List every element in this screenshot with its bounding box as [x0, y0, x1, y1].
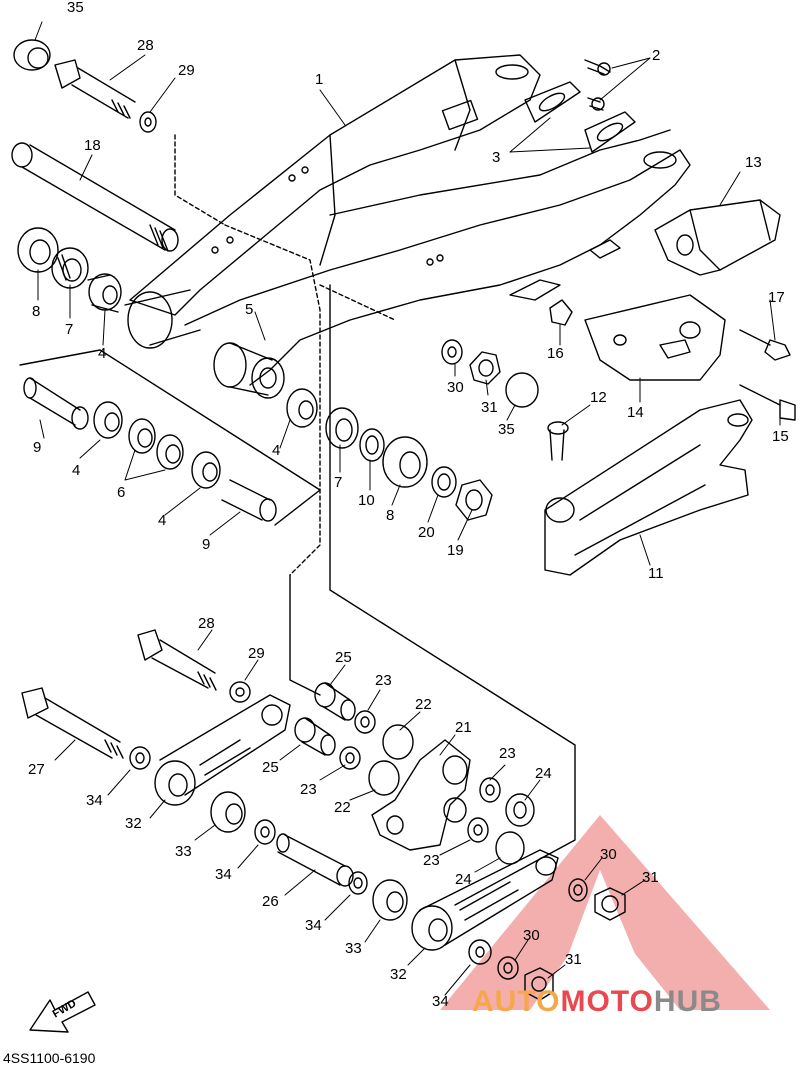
callout-19: 19 [447, 542, 464, 559]
callout-34-b: 34 [215, 866, 232, 883]
callout-29-lower: 29 [248, 645, 265, 662]
pivot-shaft-18 [11, 142, 179, 252]
bolt-28-lower [137, 629, 251, 703]
callout-8-left: 8 [32, 303, 41, 320]
callout-4-upper: 4 [98, 345, 107, 362]
watermark-hub: HUB [653, 985, 722, 1018]
callout-20: 20 [418, 524, 435, 541]
callout-18: 18 [84, 137, 101, 154]
callout-34-a: 34 [86, 792, 103, 809]
bolts-15-16-17 [549, 299, 796, 421]
callout-15: 15 [772, 428, 789, 445]
bolts-2-washers-3 [524, 59, 636, 153]
swingarm-part-1 [124, 54, 691, 386]
bushings-33-34-26 [210, 791, 408, 921]
callout-4-lower: 4 [158, 512, 167, 529]
rod-32-lower [411, 849, 559, 965]
callout-21: 21 [455, 719, 472, 736]
callout-14: 14 [627, 404, 644, 421]
lower-frame-line-2 [289, 574, 321, 696]
bearing-stack-right [213, 342, 493, 521]
callout-35: 35 [67, 0, 84, 16]
rod-32-upper [129, 694, 291, 806]
callout-34-d: 34 [432, 993, 449, 1010]
watermark-moto: MOTO [560, 985, 654, 1018]
callout-35-mid: 35 [498, 421, 515, 438]
callout-1: 1 [315, 71, 324, 88]
callout-2: 2 [652, 47, 661, 64]
bolt-27 [21, 687, 124, 759]
callout-9-left: 9 [33, 439, 42, 456]
callout-8-right: 8 [386, 507, 395, 524]
callout-25-lower: 25 [262, 759, 279, 776]
callout-9-right: 9 [202, 536, 211, 553]
fwd-arrow-icon [29, 991, 96, 1033]
callout-33-lower: 33 [345, 940, 362, 957]
callout-5: 5 [245, 301, 254, 318]
watermark-auto: AUTO [472, 985, 561, 1018]
callout-30-lower: 30 [523, 927, 540, 944]
callout-24-lower: 24 [455, 871, 472, 888]
callout-33-upper: 33 [175, 843, 192, 860]
callout-23-b: 23 [499, 745, 516, 762]
bolt-12 [547, 421, 569, 461]
callout-26: 26 [262, 893, 279, 910]
callout-31-lower: 31 [565, 951, 582, 968]
nut-washer-cap-mid [441, 339, 539, 408]
cap-35-top [13, 39, 51, 71]
callout-23-a: 23 [375, 672, 392, 689]
relay-21-collars [294, 682, 535, 865]
connector-lines [174, 134, 396, 576]
callout-30-mid: 30 [447, 379, 464, 396]
lower-frame-line [329, 284, 576, 906]
callout-24-upper: 24 [535, 765, 552, 782]
callout-4-right: 4 [272, 442, 281, 459]
nuts-washers-30-31 [497, 878, 626, 1001]
callout-29: 29 [178, 62, 195, 79]
callout-16: 16 [547, 345, 564, 362]
callout-12: 12 [590, 389, 607, 406]
callout-23-d: 23 [423, 852, 440, 869]
callout-7-right: 7 [334, 474, 343, 491]
callout-34-c: 34 [305, 917, 322, 934]
callout-27: 27 [28, 761, 45, 778]
callout-11: 11 [648, 565, 664, 582]
callout-28-lower: 28 [198, 615, 215, 632]
callout-31-mid: 31 [481, 399, 498, 416]
callout-25-upper: 25 [335, 649, 352, 666]
bolt-28-top [54, 59, 157, 133]
callout-22-lower: 22 [334, 799, 351, 816]
callout-4-mid: 4 [72, 462, 81, 479]
callout-30-right: 30 [600, 846, 617, 863]
callout-6: 6 [117, 484, 126, 501]
callout-7-left: 7 [65, 321, 74, 338]
watermark-text: AUTOMOTOHUB [472, 985, 722, 1019]
callout-13: 13 [745, 154, 762, 171]
leader-lines [34, 21, 781, 996]
callout-32-upper: 32 [125, 815, 142, 832]
watermark-logo-triangle [440, 815, 770, 1010]
callout-31-right: 31 [642, 869, 659, 886]
bracket-14 [584, 294, 726, 381]
bushing-stack-center [19, 349, 321, 526]
callout-23-c: 23 [300, 781, 317, 798]
callout-28: 28 [137, 37, 154, 54]
relay-arm-11 [544, 399, 753, 576]
callout-32-lower: 32 [390, 966, 407, 983]
chain-guide-13 [654, 199, 781, 276]
diagram-code: 4SS1100-6190 [3, 1050, 96, 1066]
callout-17: 17 [768, 289, 785, 306]
callout-22-upper: 22 [415, 696, 432, 713]
callout-3: 3 [492, 149, 501, 166]
callout-10: 10 [358, 492, 375, 509]
